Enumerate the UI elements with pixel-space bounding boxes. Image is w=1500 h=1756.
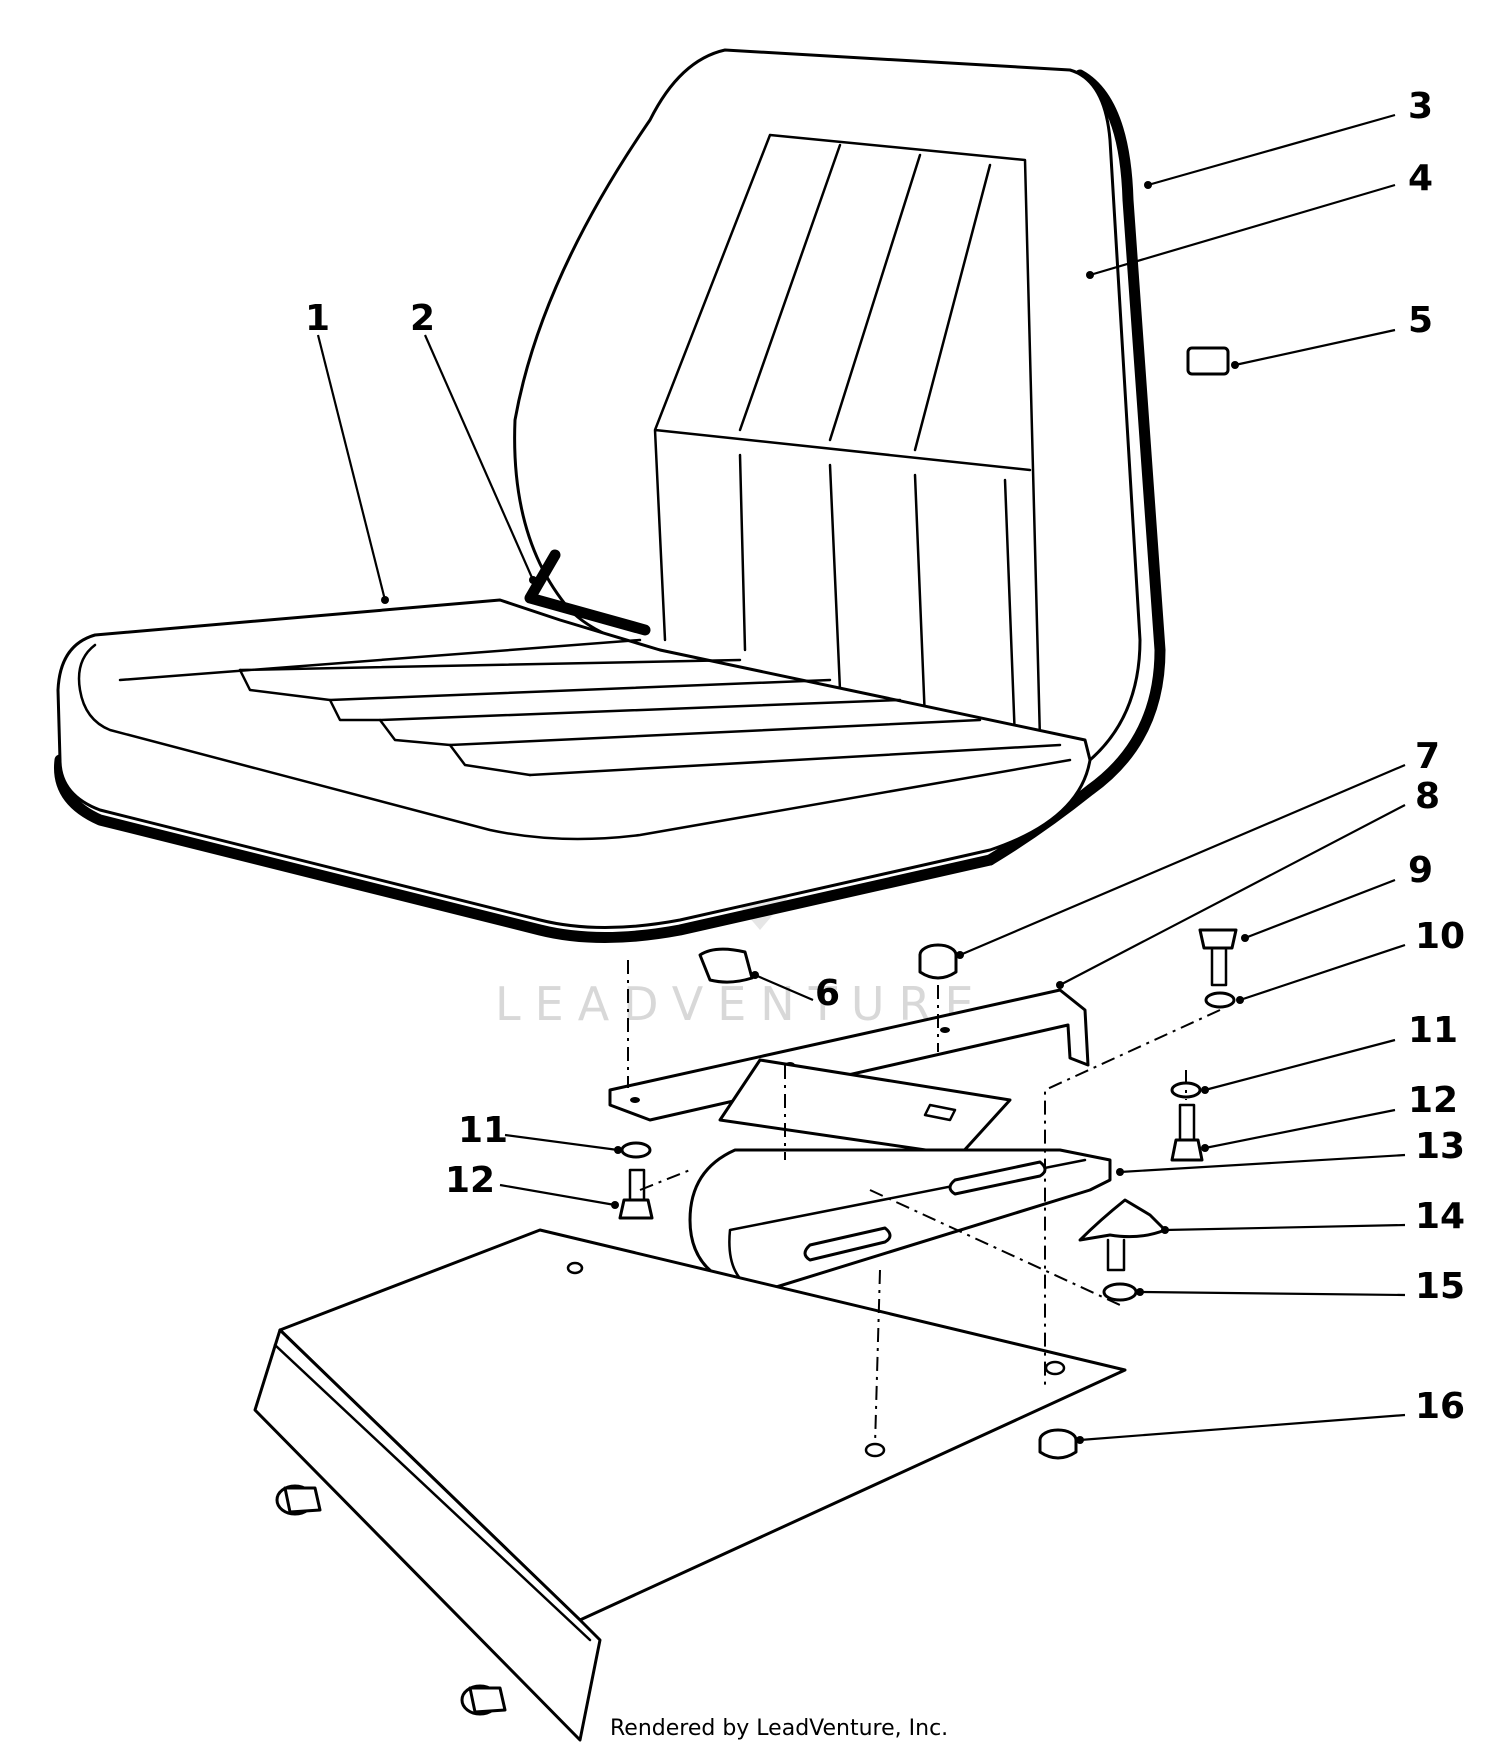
render-credit: Rendered by LeadVenture, Inc. bbox=[610, 1716, 948, 1741]
roller-bottom bbox=[460, 1684, 507, 1716]
assembly-lines bbox=[627, 960, 1221, 1446]
callout-4: 4 bbox=[1408, 158, 1433, 199]
leader-lines bbox=[316, 113, 1406, 1444]
callout-13: 13 bbox=[1415, 1126, 1465, 1167]
seat-base-pan bbox=[253, 1228, 1127, 1742]
callout-10: 10 bbox=[1415, 916, 1465, 957]
knob-14 bbox=[1078, 1198, 1167, 1272]
callout-7: 7 bbox=[1415, 736, 1440, 777]
bolt-12-left bbox=[618, 1168, 654, 1220]
callout-6: 6 bbox=[815, 973, 840, 1014]
slide-track-13 bbox=[688, 1148, 1112, 1294]
callout-12-right: 12 bbox=[1408, 1080, 1458, 1121]
callout-15: 15 bbox=[1415, 1266, 1465, 1307]
callout-1: 1 bbox=[305, 298, 330, 339]
callout-16: 16 bbox=[1415, 1386, 1465, 1427]
nut-7 bbox=[918, 943, 958, 980]
washer-11-left bbox=[620, 1141, 652, 1159]
callout-9: 9 bbox=[1408, 850, 1433, 891]
washer-15 bbox=[1102, 1282, 1138, 1302]
washer-10 bbox=[1204, 991, 1236, 1009]
callout-12-left: 12 bbox=[445, 1160, 495, 1201]
watermark-text: LEADVENTURE bbox=[495, 977, 988, 1031]
nut-16 bbox=[1038, 1428, 1078, 1460]
roller-top bbox=[275, 1484, 322, 1516]
callout-11-right: 11 bbox=[1408, 1010, 1458, 1051]
callout-14: 14 bbox=[1415, 1196, 1465, 1237]
callout-11-left: 11 bbox=[458, 1110, 508, 1151]
callout-3: 3 bbox=[1408, 86, 1433, 127]
callout-5: 5 bbox=[1408, 300, 1433, 341]
seat-cushion bbox=[54, 598, 1092, 943]
bolt-12-right bbox=[1170, 1103, 1204, 1162]
callout-2: 2 bbox=[410, 298, 435, 339]
callout-8: 8 bbox=[1415, 776, 1440, 817]
seat-back bbox=[513, 48, 1166, 866]
clip-6 bbox=[698, 947, 754, 984]
clip-5 bbox=[1186, 346, 1230, 376]
bolt-9 bbox=[1198, 928, 1238, 987]
callout-labels: 1 2 3 4 5 6 7 8 9 10 11 12 13 14 15 16 1… bbox=[305, 86, 1465, 1427]
